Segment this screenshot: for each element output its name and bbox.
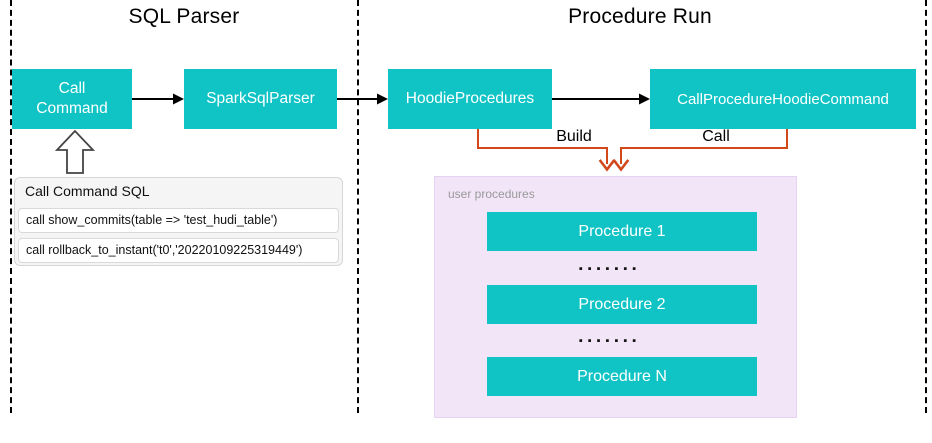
arrow-hoodieprocedures-to-callprocedurehoodiecommand [552, 93, 650, 105]
node-hoodie-procedures: HoodieProcedures [388, 69, 552, 129]
node-call-command-label: Call Command [36, 79, 108, 117]
user-procedures-label: user procedures [448, 187, 535, 201]
build-connector-arrowhead-icon [598, 159, 616, 172]
ellipsis-dots: ▪▪▪▪▪▪▪ [578, 335, 642, 347]
dashed-border-right [925, 0, 927, 413]
node-hoodie-procedures-label: HoodieProcedures [405, 90, 535, 107]
section-title-sql-parser: SQL Parser [128, 5, 240, 28]
sql-row-rollback-to-instant: call rollback_to_instant('t0','202201092… [18, 238, 339, 263]
user-procedures-container: user procedures Procedure 1 ▪▪▪▪▪▪▪ Proc… [434, 176, 797, 418]
node-procedure-2: Procedure 2 [487, 285, 757, 324]
section-title-procedure-run: Procedure Run [568, 5, 712, 28]
node-call-procedure-hoodie-command-label: CallProcedureHoodieCommand [677, 90, 889, 108]
sql-row-show-commits: call show_commits(table => 'test_hudi_ta… [18, 208, 339, 233]
call-connector-arrowhead-icon [612, 159, 630, 172]
node-procedure-n: Procedure N [487, 357, 757, 396]
sql-panel: Call Command SQL call show_commits(table… [14, 177, 343, 266]
node-spark-sql-parser: SparkSqlParser [184, 69, 337, 129]
node-procedure-1: Procedure 1 [487, 212, 757, 251]
node-spark-sql-parser-label: SparkSqlParser [206, 90, 315, 107]
node-call-procedure-hoodie-command: CallProcedureHoodieCommand [650, 69, 916, 129]
dashed-border-left [10, 0, 12, 413]
up-hollow-arrow [54, 129, 96, 174]
node-call-command: Call Command [12, 69, 132, 129]
arrow-sparksqlparser-to-hoodieprocedures [337, 93, 388, 105]
ellipsis-dots: ▪▪▪▪▪▪▪ [578, 263, 642, 275]
arrow-callcommand-to-sparksqlparser [132, 93, 184, 105]
edge-label-call: Call [702, 128, 730, 145]
sql-panel-title: Call Command SQL [25, 183, 150, 199]
edge-label-build: Build [556, 128, 592, 145]
dashed-divider-middle [357, 0, 359, 413]
